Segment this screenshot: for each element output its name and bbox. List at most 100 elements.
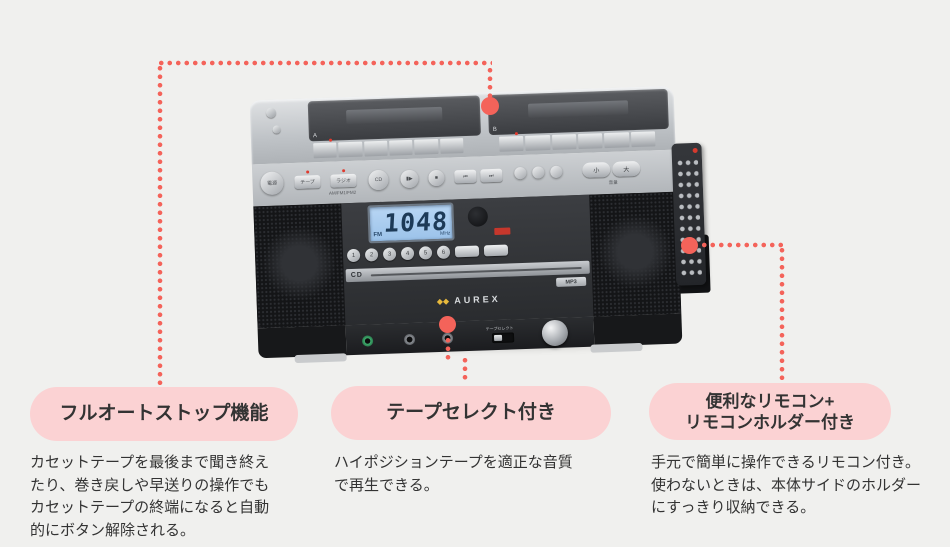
connector1-drop-line <box>487 66 493 100</box>
feature3-pill: 便利なリモコン+ リモコンホルダー付き <box>649 383 891 440</box>
feature3-title-line1: 便利なリモコン+ <box>705 391 835 411</box>
preset-3: 3 <box>382 247 397 261</box>
stop-button: ■ <box>428 169 445 187</box>
radio-button-label: ラジオ <box>335 177 352 185</box>
volume-knob <box>541 319 569 347</box>
feature3-desc-line: 使わないときは、本体サイドのホルダー <box>651 476 922 494</box>
piano-keys-deck-a <box>313 138 464 159</box>
feature1-desc-line: カセットテープの終端になると自動 <box>30 499 270 516</box>
device-base-right <box>593 313 683 347</box>
timer-button <box>532 166 545 179</box>
feature1-pill: フルオートストップ機能 <box>30 387 298 441</box>
feature2-description: ハイポジションテープを適正な音質 で再生できる。 <box>334 452 573 497</box>
cassette-deck-b: B <box>487 88 669 136</box>
brand-logo-mark: ◆◆ <box>436 296 450 307</box>
connector2-line-lower <box>462 356 468 383</box>
remote-power-button <box>692 147 698 154</box>
unit-indicator: MHz <box>440 230 451 237</box>
feature2-pill: テープセレクト付き <box>331 386 611 440</box>
volume-up-button: 大 <box>611 160 641 177</box>
preset-2: 2 <box>364 248 379 262</box>
feature1-description: カセットテープを最後まで聞き終え たり、巻き戻しや早送りの操作でも カセットテー… <box>30 452 269 542</box>
preset-1: 1 <box>346 248 361 263</box>
connector3-horizontal-line <box>700 242 784 248</box>
tape-select-knob <box>493 334 503 342</box>
cassette-window <box>527 100 629 118</box>
feature3-title-line2: リモコンホルダー付き <box>685 412 855 432</box>
skip-forward-button: ⏭ <box>480 168 503 183</box>
volume-down-button: 小 <box>582 161 611 178</box>
top-small-button <box>265 107 277 118</box>
feature1-desc-line: 的にボタン解除される。 <box>30 521 196 539</box>
feature1-desc-line: カセットテープを最後まで聞き終え <box>30 454 270 471</box>
aux-in-jack <box>403 333 416 346</box>
device-body: 1048 FM MHz 1 2 3 4 5 6 CD MP3 <box>253 191 682 329</box>
record-led <box>514 132 519 136</box>
remote-sensor <box>467 206 489 227</box>
deck-a-label: A <box>312 133 318 140</box>
red-feature-badge <box>494 227 511 236</box>
volume-label: 音量 <box>608 179 618 185</box>
power-button: 電源 <box>260 171 284 196</box>
center-panel: 1048 FM MHz 1 2 3 4 5 6 CD MP3 <box>341 194 594 326</box>
feature2-title: テープセレクト付き <box>386 402 556 423</box>
power-button-label: 電源 <box>266 180 278 187</box>
feature3-desc-line: にすっきり収納できる。 <box>651 499 816 516</box>
tape-led <box>306 170 310 174</box>
cd-door-seam <box>370 266 582 276</box>
feature1-title: フルオートストップ機能 <box>59 403 269 424</box>
tune-up-button <box>483 244 509 257</box>
tape-button-label: テープ <box>300 179 315 186</box>
tune-down-button <box>454 245 480 258</box>
frequency-readout: 1048 <box>383 206 449 238</box>
piano-keys-deck-b <box>499 131 656 152</box>
preset-5: 5 <box>418 246 433 260</box>
preset-number-buttons: 1 2 3 4 5 6 <box>346 244 509 263</box>
remote-control <box>671 142 707 286</box>
radio-bands-label: AM/FM1/FM2 <box>328 189 357 196</box>
cd-button-label: CD <box>374 176 383 184</box>
connector2-line-upper <box>445 336 451 362</box>
play-pause-button: ▮▶ <box>400 169 419 189</box>
feature2-desc-line: で再生できる。 <box>334 476 439 494</box>
skip-back-button: ⏮ <box>454 169 477 184</box>
connector1-horizontal-line <box>157 60 492 66</box>
mp3-badge: MP3 <box>556 276 587 287</box>
volume-buttons: 小 大 <box>582 160 641 178</box>
tape-select-label: テープセレクト <box>485 325 514 332</box>
left-speaker <box>253 203 346 329</box>
brand-logo-text: AUREX <box>454 293 501 306</box>
feature2-desc-line: ハイポジションテープを適正な音質 <box>334 454 573 471</box>
preset-button <box>514 166 527 180</box>
cd-button: CD <box>368 169 389 191</box>
cassette-window <box>345 106 443 125</box>
cassette-deck-a: A <box>307 95 481 142</box>
feature1-desc-line: たり、巻き戻しや早送りの操作でも <box>30 476 270 494</box>
deck-b-label: B <box>492 126 497 134</box>
band-indicator: FM <box>373 231 383 239</box>
preset-6: 6 <box>436 245 451 260</box>
cd-door-label: CD <box>350 271 364 280</box>
sleep-button <box>550 165 563 179</box>
connector3-vertical-line <box>779 246 785 383</box>
radio-led <box>342 169 346 173</box>
connector1-vertical-line <box>157 64 163 388</box>
radio-button: ラジオ <box>330 173 357 188</box>
feature3-description: 手元で簡単に操作できるリモコン付き。 使わないときは、本体サイドのホルダー にす… <box>651 452 921 520</box>
tape-button: テープ <box>294 175 321 189</box>
preset-4: 4 <box>400 246 415 261</box>
device-foot <box>294 353 347 364</box>
brand-logo: ◆◆ AUREX <box>345 291 593 310</box>
record-led <box>329 138 333 142</box>
connector1-marker-dot <box>481 97 499 115</box>
feature3-desc-line: 手元で簡単に操作できるリモコン付き。 <box>651 454 920 471</box>
cd-door: CD <box>345 260 590 283</box>
connector2-marker-dot <box>439 316 456 333</box>
tape-select-switch <box>491 332 515 344</box>
product-image-cd-radio-cassette: A B 電源 テープ ラジオ AM/FM1/FM2 CD ▮▶ <box>249 85 711 364</box>
lcd-display: 1048 FM MHz <box>367 202 455 244</box>
connector3-marker-dot <box>681 237 698 254</box>
headphone-jack <box>361 335 374 347</box>
top-small-button <box>272 125 281 134</box>
remote-button-grid <box>675 156 702 276</box>
